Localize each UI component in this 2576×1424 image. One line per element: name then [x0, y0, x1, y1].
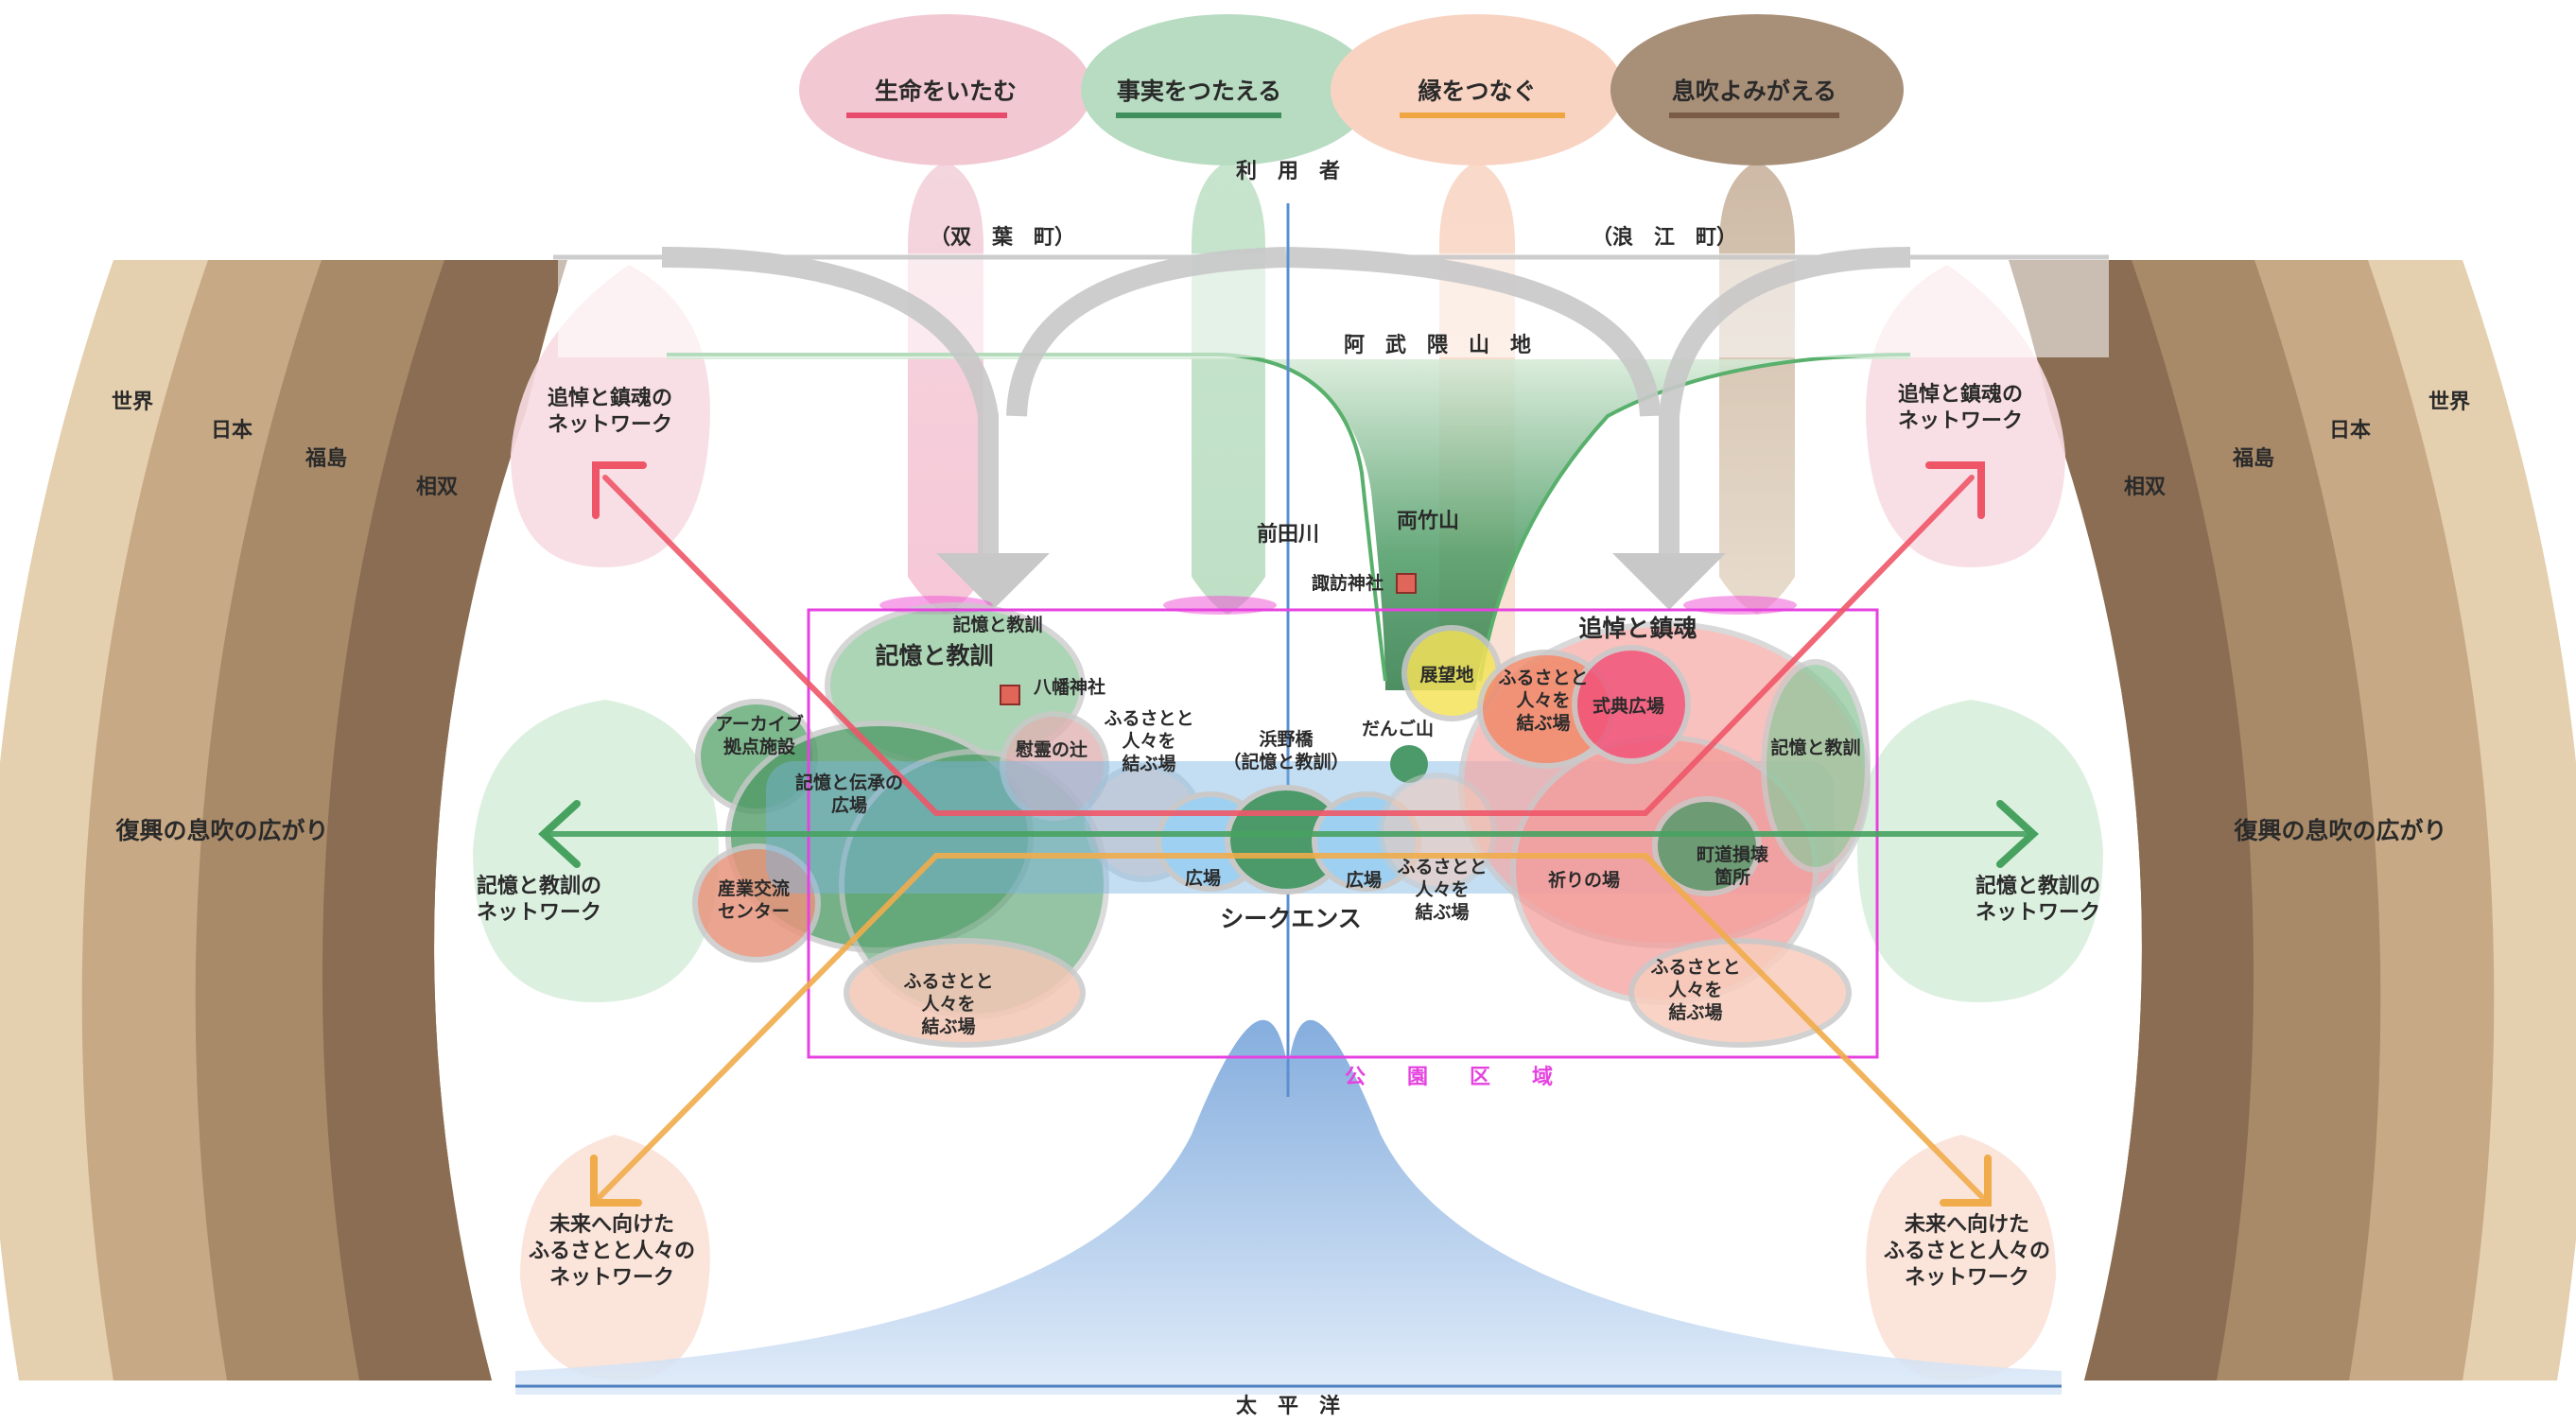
red-arrowhead-right [1925, 461, 1985, 519]
ring-label-right-2: 福島 [2232, 446, 2274, 471]
label-furusato-5: ふるさとと人々を結ぶ場 [1650, 957, 1740, 1023]
label-memorial-main: 追悼と鎮魂 [1578, 615, 1697, 642]
label-sangyo: 産業交流センター [718, 877, 790, 922]
user-flow-arrows [553, 247, 2109, 558]
theme-label-facts: 事実をつたえる [1117, 78, 1281, 105]
user-flow-arrowhead-left [936, 553, 1050, 610]
label-furusato-1: ふるさとと人々を結ぶ場 [1104, 708, 1193, 774]
label-park-area: 公 園 区 域 [1345, 1065, 1553, 1089]
ring-label-left-0: 世界 [112, 391, 153, 414]
label-hamanobashi: 浜野橋（記憶と教訓） [1223, 728, 1349, 773]
label-dangoyama: だんご山 [1362, 718, 1434, 739]
zone-road-damage [1652, 796, 1762, 896]
theme-label-bonds: 縁をつなぐ [1418, 78, 1536, 105]
abukuma-ridge-line [667, 353, 1387, 682]
theme-stem-green [1192, 161, 1265, 615]
label-road-damage: 町道損壊箇所 [1697, 843, 1769, 888]
label-futaba: （双 葉 町） [930, 226, 1075, 250]
label-memory-main: 記憶と教訓 [875, 642, 993, 669]
label-hiroba-left: 広場 [1185, 867, 1221, 889]
pacific-ocean [515, 1019, 2062, 1395]
ring-soso-right [1990, 260, 2254, 1381]
ring-label-right-0: 世界 [2428, 391, 2470, 414]
user-flow-right-curve-2 [1285, 247, 1661, 417]
network-future-left: 未来へ向けたふるさとと人々のネットワーク [529, 1212, 695, 1290]
label-shikiten: 式典広場 [1593, 695, 1664, 717]
network-memory-right: 記憶と教訓のネットワーク [1976, 874, 2100, 925]
zone-furusato-left [844, 938, 1086, 1048]
theme-bubble-orange [1331, 14, 1624, 165]
label-archive: アーカイブ拠点施設 [715, 713, 804, 757]
zone-shikiten [1572, 645, 1691, 764]
ring-label-left-1: 日本 [211, 419, 252, 443]
park-zones [692, 602, 1871, 1048]
ring-soso-left [322, 260, 586, 1381]
ring-label-left-2: 福島 [305, 446, 347, 471]
network-bubble-future-left [520, 1135, 710, 1381]
ring-label-left-3: 相双 [416, 476, 458, 499]
theme-label-life: 生命をいたむ [875, 78, 1017, 105]
label-furusato-3: ふるさとと人々を結ぶ場 [1397, 857, 1487, 923]
label-memory-tradition: 記憶と伝承の広場 [795, 772, 903, 816]
theme-label-breath: 息吹よみがえる [1672, 78, 1836, 105]
zone-dangoyama [1390, 745, 1428, 783]
orange-future-arrow [593, 853, 1989, 1204]
orange-arrowhead-right [1940, 1155, 1992, 1207]
label-ryochiku: 両竹山 [1397, 509, 1459, 533]
label-maeda-river: 前田川 [1257, 522, 1319, 547]
network-bubble-future-right [1866, 1135, 2056, 1381]
red-memorial-arrow [602, 475, 1975, 816]
label-namie: （浪 江 町） [1592, 225, 1737, 250]
zone-memory-right [1761, 659, 1871, 873]
label-inori: 祈りの場 [1548, 869, 1620, 891]
label-users: 利 用 者 [1236, 160, 1340, 183]
theme-bubble-pink [799, 14, 1092, 165]
user-flow-left-curve [661, 247, 999, 558]
network-memory-left: 記憶と教訓のネットワーク [477, 874, 601, 925]
revival-label-right: 復興の息吹の広がり [2233, 817, 2446, 844]
label-sequence: シークエンス [1220, 905, 1362, 932]
zone-irei [1000, 711, 1109, 821]
ring-label-right-1: 日本 [2329, 419, 2371, 443]
network-memorial-right: 追悼と鎮魂のネットワーク [1898, 382, 2023, 433]
network-bubble-memory-right [1857, 700, 2103, 1002]
label-abukuma: 阿 武 隈 山 地 [1344, 334, 1531, 357]
user-flow-left-curve-2 [1006, 247, 1287, 417]
label-ireinotsuji: 慰霊の辻 [1016, 738, 1088, 760]
abukuma-ridge-line-right [1478, 353, 1911, 682]
revival-label-left: 復興の息吹の広がり [114, 817, 328, 844]
green-arrowhead-right [1996, 800, 2039, 868]
label-furusato-2: ふるさとと人々を結ぶ場 [1498, 668, 1588, 734]
label-hachiman: 八幡神社 [1034, 676, 1105, 698]
zone-furusato-right [1628, 938, 1852, 1048]
label-memory-right: 記憶と教訓 [1770, 737, 1860, 758]
user-flow-arrowhead-right [1612, 553, 1726, 610]
network-memorial-left: 追悼と鎮魂のネットワーク [548, 386, 672, 437]
suwa-shrine-marker [1396, 573, 1417, 594]
zone-sangyo [692, 843, 821, 963]
theme-bubble-green [1081, 14, 1374, 165]
hachiman-shrine-marker [1000, 685, 1020, 705]
user-flow-right-curve [1659, 247, 1911, 558]
label-pacific: 太 平 洋 [1236, 1394, 1340, 1418]
network-future-right: 未来へ向けたふるさとと人々のネットワーク [1884, 1212, 2050, 1290]
label-memory-top: 記憶と教訓 [952, 614, 1042, 635]
red-arrowhead-left [592, 461, 647, 519]
theme-bubble-brown [1610, 14, 1904, 165]
network-arrows [538, 461, 2039, 1207]
label-suwa: 諏訪神社 [1312, 572, 1384, 594]
orange-arrowhead-left [590, 1155, 642, 1207]
label-tenbouchi: 展望地 [1419, 664, 1473, 686]
label-furusato-4: ふるさとと人々を結ぶ場 [903, 971, 993, 1037]
green-arrowhead-left [538, 800, 581, 868]
ring-label-right-3: 相双 [2124, 476, 2166, 499]
network-bubble-memory-left [473, 700, 719, 1002]
label-hiroba-right: 広場 [1346, 869, 1382, 891]
